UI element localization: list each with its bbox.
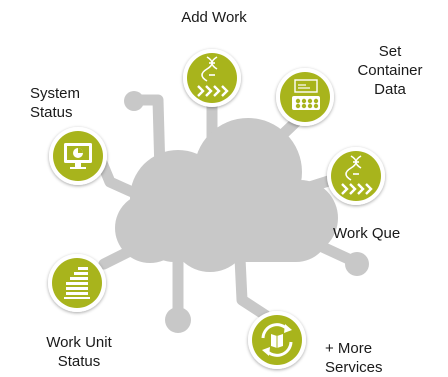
dna-arrows-icon [197, 56, 229, 97]
label-system-status-line1: System [30, 85, 81, 102]
label-work-que: Work Que [333, 224, 433, 243]
connector-more-services [234, 252, 271, 321]
end-dot-top-left [124, 91, 144, 111]
node-add-work[interactable] [183, 49, 241, 107]
label-system-status-line2: Status [30, 104, 73, 121]
connector-end-dots [124, 91, 369, 333]
label-set-container-data: Set Container Data [345, 42, 435, 99]
label-work-unit-line2: Status [57, 353, 101, 370]
label-more-services-line2: Services [325, 359, 383, 376]
label-work-unit-status: Work Unit Status [30, 333, 128, 371]
label-work-que-line1: Work Que [333, 225, 401, 242]
label-add-work-line1: Add Work [181, 9, 247, 26]
refresh-book-icon [261, 323, 293, 357]
end-dot-right [345, 252, 369, 276]
dna-arrows-icon [341, 155, 373, 195]
bar-steps-icon [64, 267, 90, 299]
label-set-container-line3: Data [374, 81, 406, 98]
end-dot-bottom-left [165, 307, 191, 333]
plate-grid-icon [292, 79, 320, 110]
node-work-que[interactable] [327, 147, 385, 205]
label-more-services-line1: + More [325, 340, 373, 357]
label-add-work: Add Work [170, 8, 258, 27]
label-work-unit-line1: Work Unit [46, 334, 112, 351]
label-set-container-line2: Container [357, 62, 423, 79]
label-set-container-line1: Set [378, 43, 402, 60]
monitor-chart-icon [64, 143, 92, 169]
cloud-shape [115, 118, 338, 272]
label-more-services: + More Services [325, 339, 425, 377]
label-system-status: System Status [30, 84, 110, 122]
